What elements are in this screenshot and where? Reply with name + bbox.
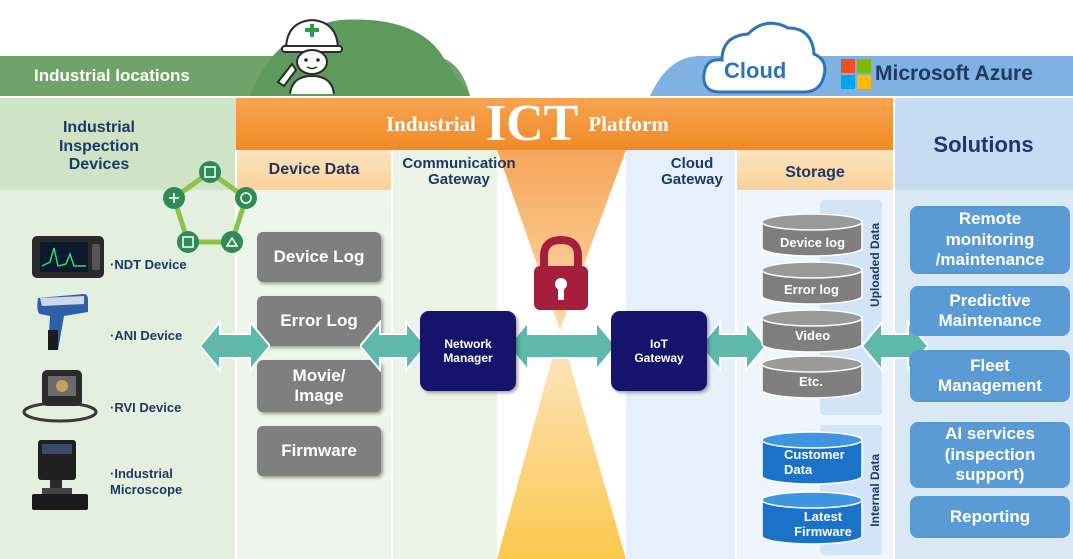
- platform-title-prefix: Industrial: [386, 111, 476, 136]
- device-log-box: Device Log: [257, 232, 381, 282]
- device-label-ani: ·ANI Device: [110, 328, 183, 343]
- storage-header: Storage: [785, 164, 845, 182]
- internal-data-vertical-label: Internal Data: [866, 430, 884, 550]
- device-label-microscope: ·Industrial Microscope: [110, 466, 183, 497]
- lock-icon: [534, 236, 588, 310]
- bidirectional-arrow-icon: [700, 320, 766, 372]
- microsoft-azure-label: Microsoft Azure: [875, 62, 1033, 85]
- solution-predictive-maintenance: Predictive Maintenance: [910, 286, 1070, 336]
- storage-device-log-label: Device log: [780, 235, 846, 250]
- storage-video-label: Video: [795, 328, 831, 343]
- worker-icon: [276, 18, 343, 94]
- storage-cylinders: [761, 214, 863, 545]
- cloud-label: Cloud: [724, 58, 787, 83]
- ani-device-icon: [37, 294, 88, 350]
- cloud-gateway-header: Cloud Gateway: [661, 154, 723, 188]
- platform-title-suffix: Platform: [588, 111, 669, 136]
- device-data-header: Device Data: [268, 161, 360, 179]
- cloud-icon: [702, 21, 827, 94]
- cylinder-device-log: [761, 214, 863, 257]
- error-log-box: Error Log: [257, 296, 381, 346]
- cylinder-video: [761, 309, 863, 353]
- platform-title-ict: ICT: [485, 95, 579, 152]
- cylinder-latest-firmware: [761, 491, 863, 545]
- solutions-header: Solutions: [933, 132, 1034, 157]
- movie-image-box: Movie/ Image: [257, 360, 381, 412]
- network-manager-box: Network Manager: [420, 311, 516, 391]
- cylinder-error-log: [761, 261, 863, 305]
- uploaded-data-vertical-label: Uploaded Data: [866, 210, 884, 320]
- cylinder-customer-data: [761, 431, 863, 485]
- devices-column-header: Industrial Inspection Devices: [58, 119, 139, 174]
- storage-etc-label: Etc.: [799, 374, 823, 389]
- storage-latest-firmware-label: Latest Firmware: [794, 509, 852, 539]
- firmware-box: Firmware: [257, 426, 381, 476]
- solution-ai-services: AI services (inspection support): [910, 422, 1070, 488]
- uploaded-data-label: Uploaded Data: [868, 222, 882, 307]
- bidirectional-arrow-icon: [508, 320, 616, 372]
- device-label-rvi: ·RVI Device: [110, 400, 182, 415]
- industrial-microscope-icon: [32, 440, 88, 510]
- storage-customer-data-label: Customer Data: [784, 447, 845, 477]
- industrial-locations-label: Industrial locations: [34, 66, 190, 85]
- cylinder-etc: [761, 355, 863, 399]
- bidirectional-arrow-icon: [360, 320, 426, 372]
- ndt-device-icon: [32, 236, 104, 278]
- device-icon-ring: [163, 161, 257, 253]
- bidirectional-arrow-icon: [200, 320, 270, 372]
- storage-error-log-label: Error log: [784, 282, 839, 297]
- communication-gateway-header: Communication Gateway: [402, 154, 516, 188]
- internal-data-label: Internal Data: [868, 453, 882, 527]
- solution-fleet-management: Fleet Management: [910, 350, 1070, 402]
- solution-remote-monitoring: Remote monitoring /maintenance: [910, 206, 1070, 274]
- rvi-device-icon: [22, 370, 98, 423]
- microsoft-logo-icon: [841, 59, 871, 89]
- iot-gateway-box: IoT Gateway: [611, 311, 707, 391]
- platform-title: Industrial ICT Platform: [386, 98, 669, 150]
- solution-reporting: Reporting: [910, 496, 1070, 538]
- device-label-ndt: ·NDT Device: [110, 257, 187, 272]
